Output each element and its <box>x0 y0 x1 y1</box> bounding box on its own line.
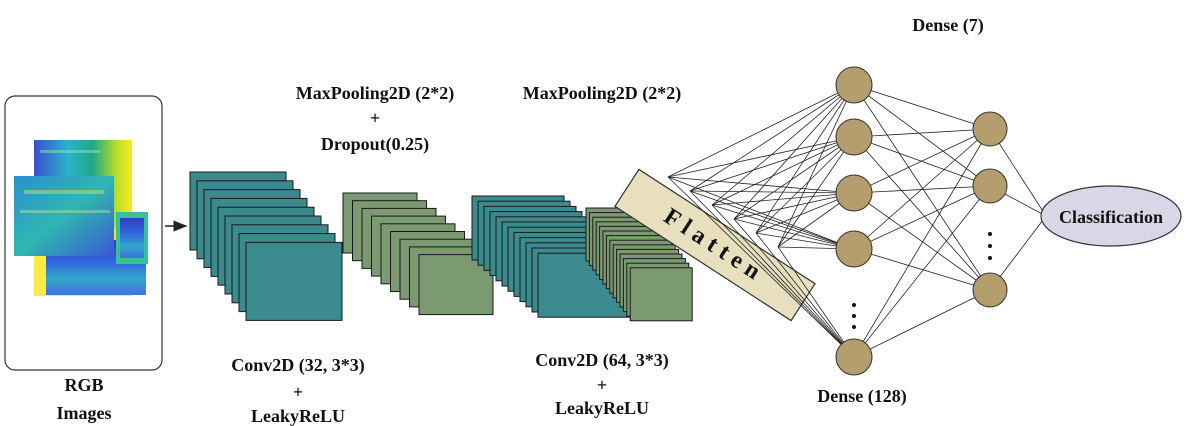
connection-line <box>755 84 855 234</box>
conv2-label-line1: Conv2D (64, 3*3) <box>535 350 669 371</box>
conv1-feature-map <box>245 241 343 321</box>
input-label-line2: Images <box>57 403 112 423</box>
pool2-feature-map-stack <box>585 207 693 322</box>
dense2-node <box>972 272 1008 308</box>
input-label-line1: RGB <box>64 375 103 395</box>
conv1-label-line2: + <box>293 382 303 402</box>
classification-label: Classification <box>1059 207 1163 227</box>
connection-line <box>711 136 855 206</box>
connection-line <box>853 185 991 250</box>
dense1-node <box>835 230 873 268</box>
connection-line <box>667 136 855 178</box>
connection-line <box>711 84 855 206</box>
pool2-feature-map <box>629 267 693 322</box>
dense1-node <box>835 118 873 156</box>
connection-line <box>689 136 855 192</box>
connection-line <box>733 192 855 220</box>
dense1-node <box>835 174 873 212</box>
conv1-feature-map-stack <box>189 171 343 321</box>
dense2-nodes <box>972 111 1008 308</box>
connection-line <box>853 128 991 250</box>
pool1-label-line1: MaxPooling2D (2*2) <box>296 83 454 104</box>
connection-line <box>755 136 855 234</box>
connection-line <box>711 192 855 206</box>
connection-line <box>777 246 855 358</box>
pool2-label: MaxPooling2D (2*2) <box>523 83 681 104</box>
dense1-label: Dense (128) <box>817 386 906 407</box>
connection-line <box>755 232 855 358</box>
pool1-label-line3: Dropout(0.25) <box>321 134 429 155</box>
conv2-label-line3: LeakyReLU <box>555 398 649 418</box>
connection-line <box>689 84 855 192</box>
input-panel <box>4 95 163 371</box>
dense2-ellipsis <box>988 232 992 260</box>
connection-line <box>689 190 855 358</box>
connection-line <box>733 136 855 220</box>
connection-line <box>853 128 991 358</box>
connection-line <box>711 204 855 358</box>
connection-line <box>733 84 855 220</box>
connection-line <box>853 84 991 187</box>
connection-line <box>853 185 991 358</box>
dense-connections <box>667 84 1047 358</box>
pool1-label-line2: + <box>370 108 380 128</box>
connection-line <box>853 289 991 358</box>
connection-line <box>853 136 991 187</box>
connection-line <box>711 204 855 250</box>
dense1-node <box>835 338 873 376</box>
connection-line <box>853 84 991 130</box>
connection-line <box>689 190 855 194</box>
conv2-label-line2: + <box>597 375 607 395</box>
dense1-node <box>835 66 873 104</box>
connection-line <box>853 192 991 291</box>
dense1-ellipsis <box>852 303 856 329</box>
conv1-label-line3: LeakyReLU <box>251 406 345 426</box>
pool1-feature-map-stack <box>342 192 494 316</box>
rgb-image-stack <box>14 140 148 296</box>
connection-line <box>853 248 991 291</box>
dense2-label: Dense (7) <box>912 15 983 36</box>
connection-line <box>777 136 855 248</box>
connection-line <box>667 176 855 358</box>
connection-line <box>733 218 855 358</box>
connection-line <box>853 128 991 194</box>
connection-line <box>667 84 855 178</box>
dense2-node <box>972 111 1008 147</box>
connection-line <box>853 84 991 291</box>
connection-line <box>667 176 855 194</box>
connection-line <box>853 128 991 138</box>
connection-line <box>733 218 855 250</box>
classification-output: Classification <box>1040 185 1182 247</box>
connection-line <box>853 136 991 291</box>
dense1-nodes <box>835 66 873 376</box>
connection-line <box>777 84 855 248</box>
dense2-node <box>972 168 1008 204</box>
conv1-label-line1: Conv2D (32, 3*3) <box>231 355 365 376</box>
